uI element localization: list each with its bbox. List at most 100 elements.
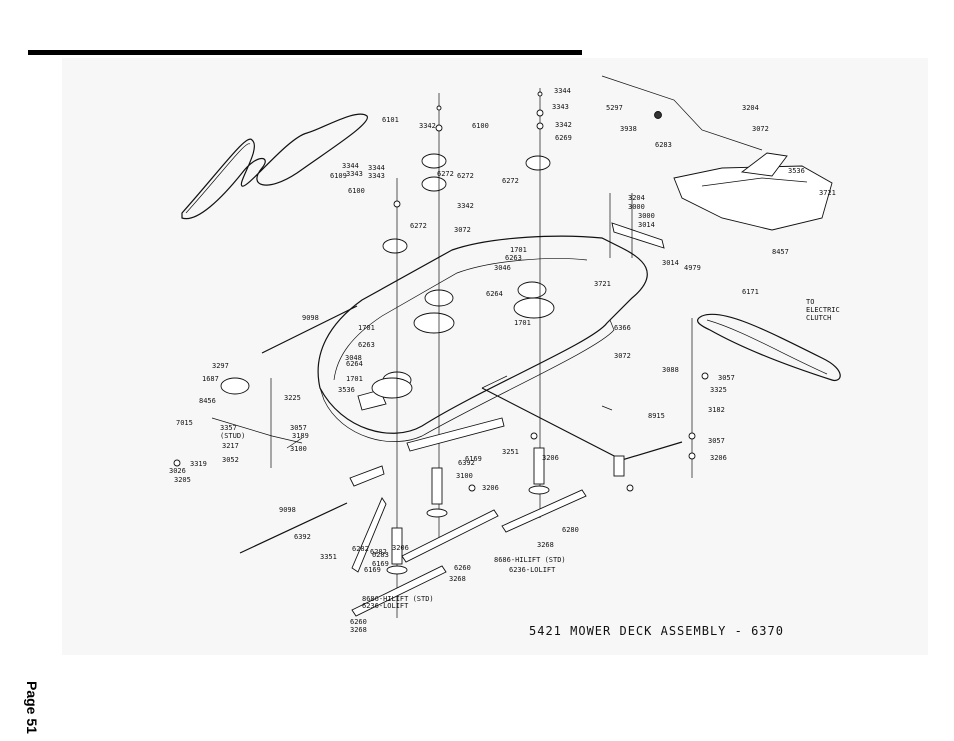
part-callout-label: 3357 [220, 424, 237, 432]
part-callout-label: 6236-LOLIFT [362, 602, 409, 610]
part-callout-label: 3319 [190, 460, 207, 468]
part-callout-label: 6109 [330, 172, 347, 180]
header-rule [28, 50, 582, 55]
part-callout-label: 8686-HILIFT (STD) [362, 595, 434, 603]
part-callout-label: 3057 [718, 374, 735, 382]
part-callout-label: 3351 [320, 553, 337, 561]
part-callout-label: 3343 [552, 103, 569, 111]
part-callout-label: 8686-HILIFT (STD) [494, 556, 566, 564]
part-callout-label: 3344 [554, 87, 571, 95]
part-callout-label: 6272 [457, 172, 474, 180]
part-callout-label: 3342 [555, 121, 572, 129]
parts-diagram: 6109 6101 3344 3343 3342 6272 3344 3343 6100 6272… [62, 58, 928, 655]
belt-6109 [181, 113, 368, 220]
part-callout-label: 3204 [742, 104, 759, 112]
part-callout-label: 6366 [614, 324, 631, 332]
part-callout-label: 6260 [454, 564, 471, 572]
baffles-6392 [349, 417, 505, 487]
part-callout-label: 1701 [510, 246, 527, 254]
part-callout-label: 3206 [542, 454, 559, 462]
part-callout-label: 6272 [410, 222, 427, 230]
lift-arm-8915 [481, 375, 683, 477]
part-callout-label: 3325 [710, 386, 727, 394]
part-callout-label: 6169 [372, 560, 389, 568]
part-callout-label: 6236-LOLIFT [509, 566, 556, 574]
part-callout-label: 3268 [449, 575, 466, 583]
part-callout-label: 6169 [465, 455, 482, 463]
part-callout-label: 6100 [472, 122, 489, 130]
part-callout-label: 3026 [169, 467, 186, 475]
part-callout-label: 6272 [502, 177, 519, 185]
part-callout-label: 6264 [486, 290, 503, 298]
part-callout-label: 6282 [352, 545, 369, 553]
lower-spindles [386, 447, 550, 575]
part-labels: 6109 6101 3344 3343 3342 6272 3344 3343 6100 6272… [169, 87, 840, 634]
bolts [173, 91, 709, 492]
part-callout-label: 6283 [372, 551, 389, 559]
part-callout-label: 1701 [358, 324, 375, 332]
part-callout-label: 3721 [594, 280, 611, 288]
part-callout-label: 6101 [382, 116, 399, 124]
part-callout-label: 3072 [614, 352, 631, 360]
part-callout-label: 5297 [606, 104, 623, 112]
part-callout-label: 3000 [638, 212, 655, 220]
part-callout-label: ELECTRIC [806, 306, 840, 314]
part-callout-label: 3297 [212, 362, 229, 370]
spindle-pulleys [220, 153, 555, 399]
part-callout-label: 6263 [505, 254, 522, 262]
part-callout-label: 6260 [350, 618, 367, 626]
part-callout-label: 3206 [482, 484, 499, 492]
part-callout-label: 3536 [788, 167, 805, 175]
part-callout-label: 3344 [368, 164, 385, 172]
belt-6171 [697, 313, 841, 382]
part-callout-label: 3057 [708, 437, 725, 445]
part-callout-label: 3100 [290, 445, 307, 453]
part-callout-label: 1701 [514, 319, 531, 327]
part-callout-label: 3052 [222, 456, 239, 464]
part-callout-label: 6269 [555, 134, 572, 142]
part-callout-label: 6280 [562, 526, 579, 534]
part-callout-label: 3342 [457, 202, 474, 210]
part-callout-label: 3206 [710, 454, 727, 462]
part-callout-label: 6392 [458, 459, 475, 467]
part-callout-label: 6171 [742, 288, 759, 296]
part-callout-label: 3721 [819, 189, 836, 197]
part-callout-label: 7015 [176, 419, 193, 427]
diagram-svg: 6109 6101 3344 3343 3342 6272 3344 3343 6100 6272… [169, 75, 841, 638]
part-callout-label: 3182 [708, 406, 725, 414]
part-callout-label: 3088 [662, 366, 679, 374]
idler-bracket-4979 [609, 193, 665, 258]
diagram-caption: 5421 MOWER DECK ASSEMBLY - 6370 [529, 624, 784, 638]
mower-blades [351, 489, 587, 617]
part-callout-label: 6264 [346, 360, 363, 368]
part-callout-label: 3072 [752, 125, 769, 133]
part-callout-label: (STUD) [220, 432, 245, 440]
part-callout-label: 9098 [302, 314, 319, 322]
mower-deck [317, 235, 648, 442]
part-callout-label: 6272 [437, 170, 454, 178]
part-callout-label: 8456 [199, 397, 216, 405]
part-callout-label: 3000 [628, 203, 645, 211]
part-callout-label: 3206 [392, 544, 409, 552]
part-callout-label: 3057 [290, 424, 307, 432]
part-callout-label: 3205 [174, 476, 191, 484]
part-callout-label: 8457 [772, 248, 789, 256]
part-callout-label: 3189 [292, 432, 309, 440]
part-callout-label: 3536 [338, 386, 355, 394]
part-callout-label: 3343 [346, 170, 363, 178]
part-callout-label: 6283 [655, 141, 672, 149]
page-number: Page 51 [24, 681, 40, 734]
part-callout-label: 3048 [345, 354, 362, 362]
lift-links [211, 305, 358, 554]
part-callout-label: 3100 [456, 472, 473, 480]
part-callout-label: 6263 [358, 341, 375, 349]
part-callout-label: 6282 [370, 548, 387, 556]
part-callout-label: CLUTCH [806, 314, 831, 322]
part-callout-label: 9098 [279, 506, 296, 514]
part-callout-label: 3046 [494, 264, 511, 272]
part-callout-label: 3217 [222, 442, 239, 450]
part-callout-label: 6392 [294, 533, 311, 541]
part-callout-label: 3342 [419, 122, 436, 130]
part-callout-label: 3938 [620, 125, 637, 133]
part-callout-label: 3014 [662, 259, 679, 267]
